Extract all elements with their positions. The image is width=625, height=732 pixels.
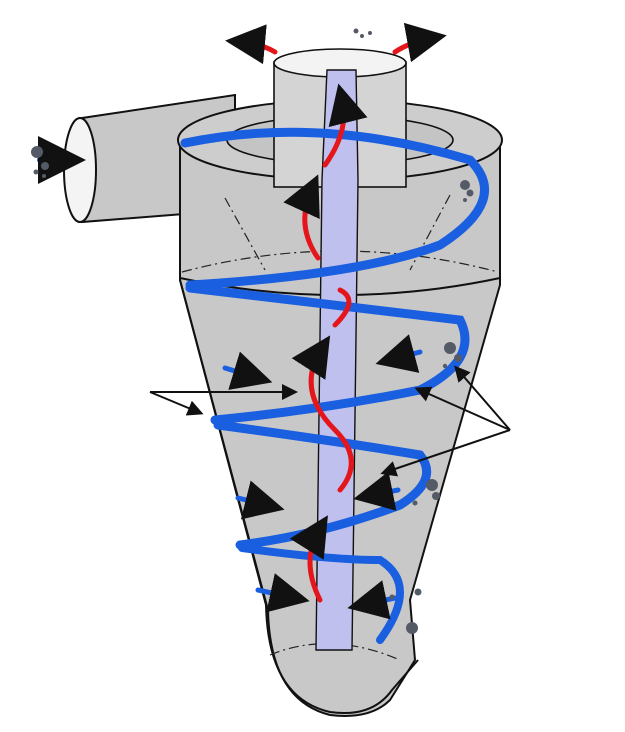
annotation-pointers [149,365,511,477]
dust-particles [31,28,474,634]
inner-upward-vortex [225,22,447,603]
vortex-finder-tube [315,69,359,651]
outer-downward-spiral [37,127,489,644]
